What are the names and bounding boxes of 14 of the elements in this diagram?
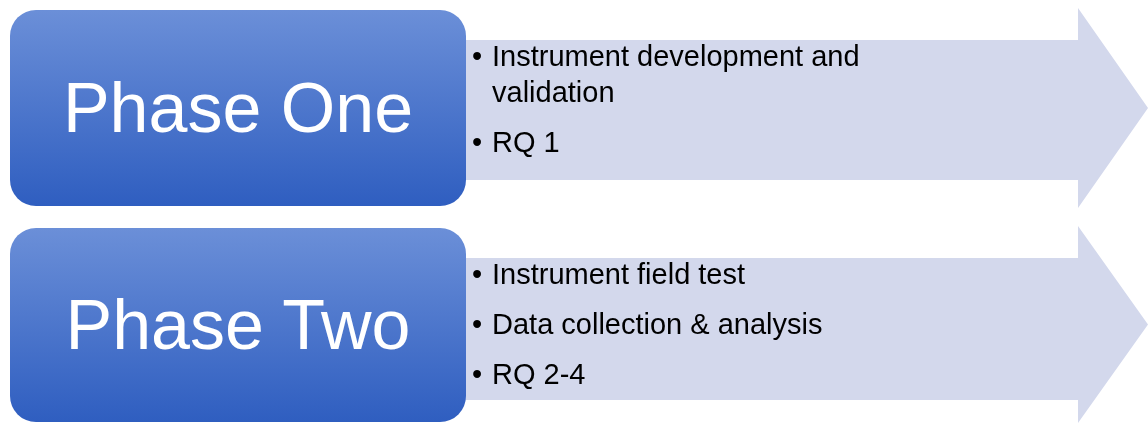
bullet-marker: • <box>472 357 483 392</box>
bullet-item: Instrument field test <box>492 258 746 290</box>
phase-title: Phase One <box>62 68 414 148</box>
phase-box <box>10 10 466 206</box>
bullet-item: RQ 2-4 <box>492 358 586 390</box>
phase-box <box>10 228 466 422</box>
bullet-marker: • <box>472 39 483 74</box>
bullet-marker: • <box>472 125 483 160</box>
phase-title: Phase Two <box>65 285 411 365</box>
bullet-item: RQ 1 <box>492 126 560 158</box>
bullet-marker: • <box>472 257 483 292</box>
bullet-item: Instrument development and validation <box>492 40 860 108</box>
bullet-marker: • <box>472 307 483 342</box>
bullet-item: Data collection & analysis <box>492 308 823 340</box>
